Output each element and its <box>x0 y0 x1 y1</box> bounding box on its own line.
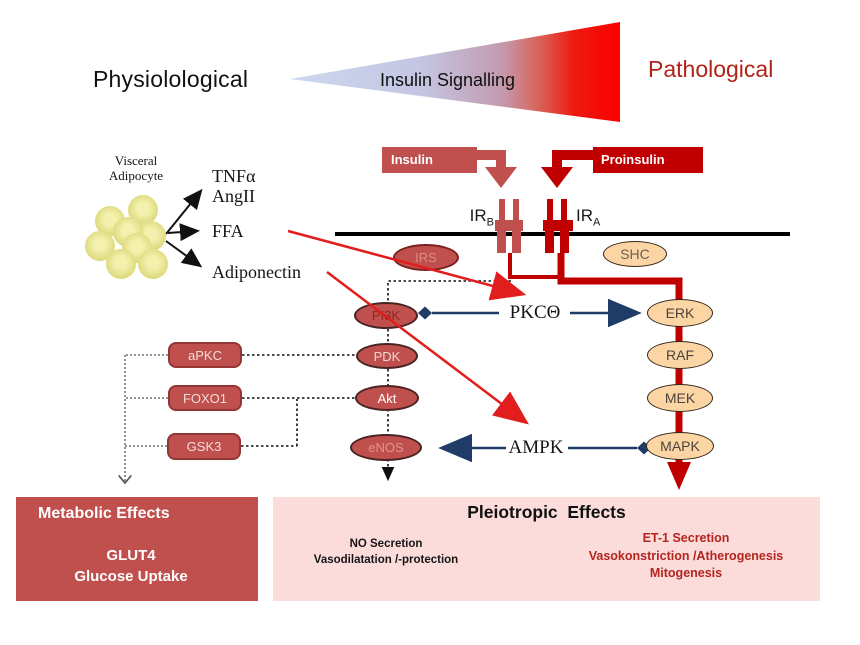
pleiotropic-title: Pleiotropic Effects <box>467 502 626 522</box>
ira-receptor-icon <box>543 199 573 253</box>
factor-ffa: FFA <box>212 221 244 241</box>
node-pdk: PDK <box>356 343 418 369</box>
node-pi3k: PI3K <box>354 302 418 329</box>
irb-receptor-icon <box>495 199 523 253</box>
node-akt: Akt <box>355 385 419 411</box>
insulin-bent-arrow <box>477 150 517 188</box>
irb-output-line <box>508 253 558 279</box>
node-raf: RAF <box>647 341 713 369</box>
metabolic-title: Metabolic Effects <box>38 505 170 522</box>
adipocyte-cell <box>138 249 168 279</box>
insulin-tag: Insulin <box>382 147 477 173</box>
proinsulin-tag: Proinsulin <box>593 147 703 173</box>
metabolic-line-glut4: GLUT4 <box>106 547 156 564</box>
adipocyte-cell <box>106 249 136 279</box>
mapk-output-arrowhead <box>667 462 691 490</box>
adipocyte-arrows <box>165 188 203 268</box>
node-mek: MEK <box>647 384 713 412</box>
pleiotropic-right-text: ET-1 Secretion Vasokonstriction /Atherog… <box>588 531 784 580</box>
factor-tnfa: TNFα <box>212 166 256 186</box>
node-foxo1: FOXO1 <box>168 385 242 411</box>
pathological-label: Pathological <box>648 56 774 82</box>
irb-label: IRB <box>469 206 494 229</box>
metabolic-line-glucose: Glucose Uptake <box>74 568 188 585</box>
ira-label: IRA <box>576 206 601 229</box>
node-mapk: MAPK <box>646 432 714 460</box>
node-pkc-theta: PKCΘ <box>509 302 561 323</box>
metabolic-effects-box: Metabolic Effects GLUT4 Glucose Uptake <box>16 497 258 601</box>
proinsulin-bent-arrow <box>541 150 593 188</box>
metabolic-dashed-links <box>125 354 168 483</box>
factor-adiponectin: Adiponectin <box>212 262 301 282</box>
pleiotropic-effects-box: Pleiotropic Effects NO Secretion Vasodil… <box>273 497 820 601</box>
navy-links <box>418 298 651 463</box>
node-gsk3: GSK3 <box>167 433 241 460</box>
node-enos: eNOS <box>350 434 422 461</box>
node-irs: IRS <box>393 244 459 271</box>
node-shc: SHC <box>603 241 667 267</box>
factor-angii: AngII <box>212 186 255 206</box>
node-apkc: aPKC <box>168 342 242 368</box>
node-ampk: AMPK <box>508 437 564 458</box>
triangle-label: Insulin Signalling <box>379 70 516 90</box>
pleiotropic-left-text: NO Secretion Vasodilatation /-protection <box>313 538 459 567</box>
node-erk: ERK <box>647 299 713 327</box>
physiological-label: Physiolological <box>93 66 249 92</box>
